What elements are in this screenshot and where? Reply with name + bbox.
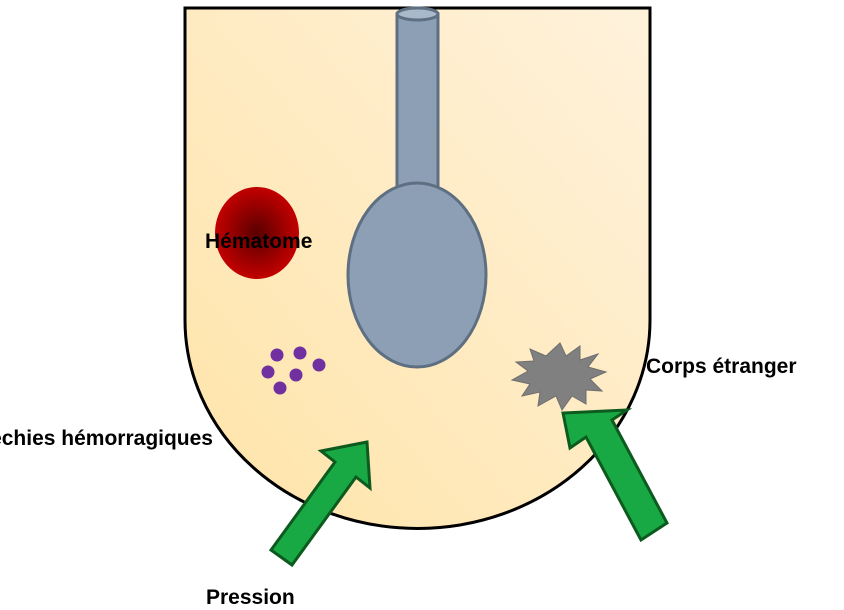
petechia-dot: [313, 359, 326, 372]
label-petechies: Pétéchies hémorragiques: [0, 427, 213, 450]
label-pression: Pression: [206, 586, 295, 609]
petechia-dot: [294, 347, 307, 360]
petechia-dot: [271, 349, 284, 362]
petechia-dot: [274, 382, 287, 395]
petechia-dot: [262, 366, 275, 379]
arrow-icon-corps: [563, 410, 667, 540]
petechia-dot: [290, 369, 303, 382]
label-hematome: Hématome: [205, 230, 312, 253]
flask-bulb: [348, 183, 486, 367]
flask-stem-top: [397, 8, 438, 20]
label-corps-etranger: Corps étranger: [646, 355, 797, 378]
flask-stem: [397, 14, 438, 204]
